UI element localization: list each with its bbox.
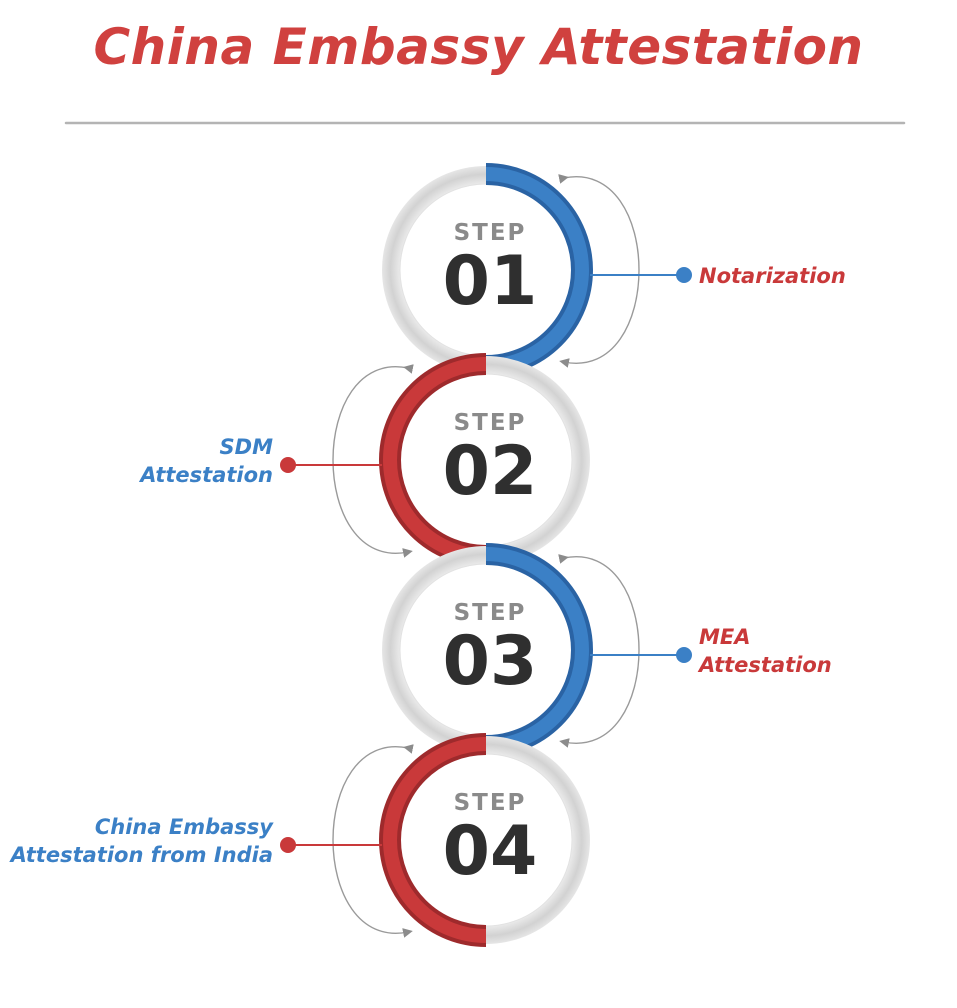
step-label-line: Attestation <box>138 463 273 487</box>
step-arc <box>485 547 589 753</box>
page-title: China Embassy Attestation <box>93 18 864 76</box>
connector-arrow <box>332 364 414 558</box>
step-label-line: MEA <box>699 625 751 649</box>
step-label: SDM Attestation <box>138 435 273 487</box>
step-label-line: Notarization <box>699 264 846 288</box>
step-arc <box>383 357 487 563</box>
step-label-line: Attestation <box>697 653 832 677</box>
step-arc <box>485 167 589 373</box>
step-word: STEP <box>454 220 527 246</box>
leader-dot <box>280 457 296 473</box>
step-word: STEP <box>454 410 527 436</box>
leader-dot <box>280 837 296 853</box>
step-label: MEA Attestation <box>697 625 832 677</box>
step-label-line: SDM <box>220 435 274 459</box>
leader-dot <box>676 267 692 283</box>
step-number: 04 <box>443 812 538 891</box>
step-number: 03 <box>443 622 538 701</box>
step-label-line: China Embassy <box>95 815 274 839</box>
connector-arrow <box>332 744 414 938</box>
step-arc <box>383 737 487 943</box>
step-label-line: Attestation from India <box>9 843 273 867</box>
step-number: 02 <box>443 432 538 511</box>
step-word: STEP <box>454 790 527 816</box>
leader-dot <box>676 647 692 663</box>
step-number: 01 <box>443 242 538 321</box>
step-label: Notarization <box>699 264 846 288</box>
connector-arrow <box>558 554 640 748</box>
connector-arrow <box>558 174 640 368</box>
step-word: STEP <box>454 600 527 626</box>
